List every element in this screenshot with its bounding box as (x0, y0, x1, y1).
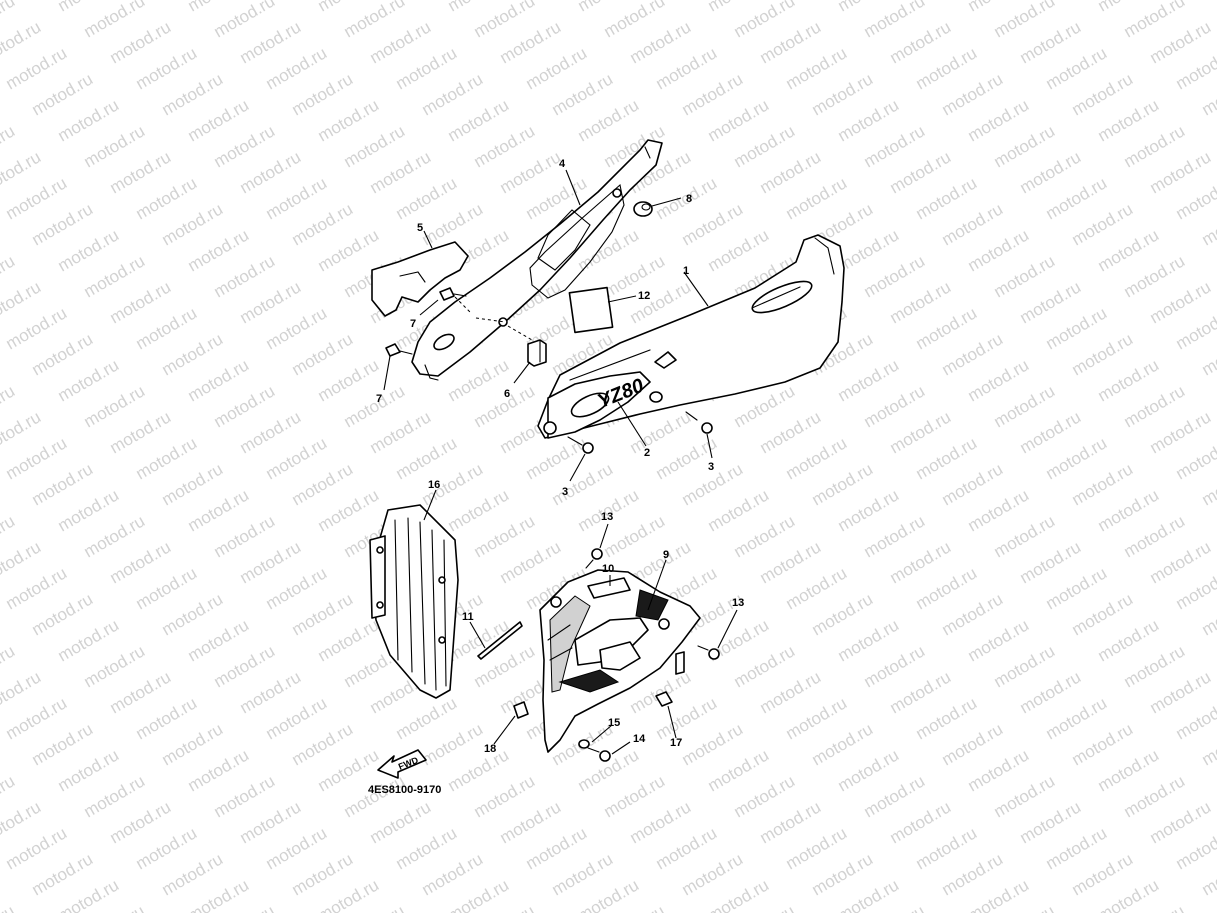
bolt-13-right-part (697, 645, 720, 660)
forward-arrow-icon: FWD (377, 749, 427, 779)
callout-9: 9 (663, 549, 669, 561)
callout-7-lower: 7 (376, 393, 382, 405)
screw-3-right-part (685, 411, 713, 434)
callout-4: 4 (559, 158, 566, 170)
callout-17: 17 (670, 737, 682, 749)
callout-3-left: 3 (562, 486, 568, 498)
callout-13-right: 13 (732, 597, 744, 609)
label-sheet-part (568, 286, 614, 334)
tape-strip-part (587, 577, 631, 599)
strip-part (477, 621, 523, 660)
callout-6: 6 (504, 388, 510, 400)
emblem-part: YZ80 (543, 371, 651, 439)
callout-11: 11 (462, 611, 474, 623)
callout-13-top: 13 (601, 511, 613, 523)
assembly-line (454, 296, 533, 341)
callout-2: 2 (644, 447, 650, 459)
callout-8: 8 (686, 193, 692, 205)
bolt-7-lower-part (385, 343, 413, 357)
callout-5: 5 (417, 222, 423, 234)
bracket-cover-part (371, 241, 469, 317)
rear-side-plate-part (411, 139, 663, 381)
clip-plate-part (675, 651, 685, 675)
callout-14: 14 (633, 733, 646, 745)
washer-15-part (578, 739, 590, 749)
bolt-7-upper-part (439, 287, 467, 301)
nut-18-part (513, 701, 529, 719)
callout-labels: 1 2 3 3 4 5 6 7 7 8 9 10 11 12 13 13 14 … (376, 158, 744, 755)
callout-3-right: 3 (708, 461, 714, 473)
diagram-code: 4ES8100-9170 (368, 784, 441, 796)
callout-18: 18 (484, 743, 496, 755)
callout-7-upper: 7 (410, 318, 416, 330)
damper-block-part (527, 339, 547, 367)
callout-10: 10 (602, 563, 614, 575)
grommet-part (633, 201, 653, 217)
callout-15: 15 (608, 717, 620, 729)
grommet-small-part (649, 391, 663, 403)
radiator-side-cover-part (539, 569, 701, 753)
bolt-14-part (587, 747, 611, 762)
watermark-text: motod.ru (0, 901, 18, 913)
callout-12: 12 (638, 290, 650, 302)
nut-clip-17-part (655, 691, 673, 707)
bolt-13-top-part (585, 548, 603, 569)
screw-3-left-part (567, 436, 594, 454)
leader-lines (383, 169, 738, 755)
callout-16: 16 (428, 479, 440, 491)
radiator-louver-part (369, 504, 459, 699)
callout-1: 1 (683, 265, 689, 277)
